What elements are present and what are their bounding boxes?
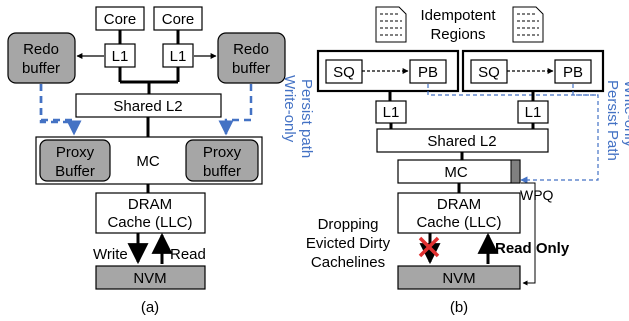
nvm-box-a xyxy=(95,265,206,290)
persist-path-right xyxy=(218,84,253,136)
nvm-label-a: NVM xyxy=(133,270,166,287)
core-label-1: Core xyxy=(104,11,137,28)
mc-label-a: MC xyxy=(136,153,159,170)
shared-l2-label-a: Shared L2 xyxy=(113,98,182,115)
caption-a: (a) xyxy=(141,299,159,316)
l1-label-1: L1 xyxy=(112,48,129,65)
nvm-label-b: NVM xyxy=(442,270,475,287)
redo-buffer-right xyxy=(217,32,286,84)
l1-label-b2: L1 xyxy=(525,104,542,121)
persist-path-label-a: Write-onlyPersist path xyxy=(281,75,315,158)
sq-label-1: SQ xyxy=(333,64,355,81)
nvm-box-b xyxy=(397,265,521,290)
mc-label-b: MC xyxy=(444,164,467,181)
persist-path-b xyxy=(520,84,599,184)
sq-label-2: SQ xyxy=(478,64,500,81)
persist-path-label-b: Write-onlyPersist Path xyxy=(604,80,629,161)
caption-b: (b) xyxy=(450,299,468,316)
document-icon-right xyxy=(512,6,544,43)
dram-box-a xyxy=(95,192,206,234)
dram-box-b xyxy=(397,192,521,234)
wpq-to-nvm-path xyxy=(521,182,536,286)
persist-path-left xyxy=(39,84,82,136)
core-label-2: Core xyxy=(162,11,195,28)
wpq-box xyxy=(510,159,521,184)
wpq-label: WPQ xyxy=(520,187,554,203)
document-icon-left xyxy=(375,6,407,43)
pb-label-2: PB xyxy=(563,64,583,81)
pb-label-1: PB xyxy=(418,64,438,81)
l1-label-2: L1 xyxy=(170,48,187,65)
drop-x-icon xyxy=(418,236,440,258)
proxy-buffer-left xyxy=(39,139,111,182)
pb-box-1 xyxy=(409,59,447,84)
shared-l2-label-b: Shared L2 xyxy=(427,133,496,150)
read-only-label: Read Only xyxy=(495,240,570,257)
l1-label-b1: L1 xyxy=(383,104,400,121)
write-label: Write xyxy=(93,246,128,263)
proxy-buffer-right xyxy=(185,139,259,182)
redo-buffer-left xyxy=(7,32,76,84)
read-label: Read xyxy=(170,246,206,263)
pb-box-2 xyxy=(554,59,592,84)
